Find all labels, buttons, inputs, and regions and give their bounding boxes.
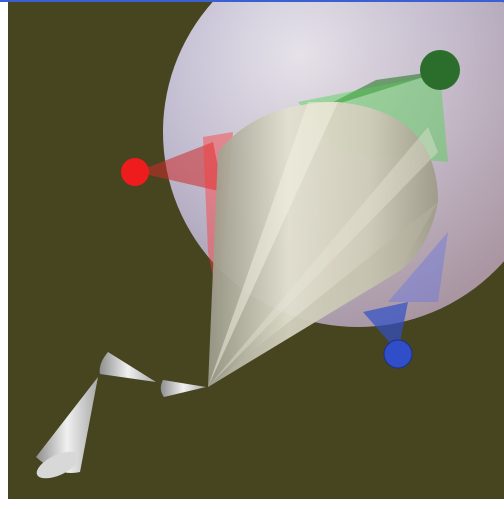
blue-light-handle[interactable] (383, 339, 413, 369)
camera-frustum-cone[interactable] (208, 102, 438, 387)
red-light-handle[interactable] (121, 158, 149, 186)
3d-viewport[interactable] (8, 2, 504, 499)
green-light-handle[interactable] (420, 50, 460, 90)
camera-model[interactable] (33, 352, 206, 484)
blue-spotlight[interactable] (363, 232, 448, 369)
scene-canvas[interactable] (8, 2, 504, 499)
window-top-border (0, 0, 504, 2)
